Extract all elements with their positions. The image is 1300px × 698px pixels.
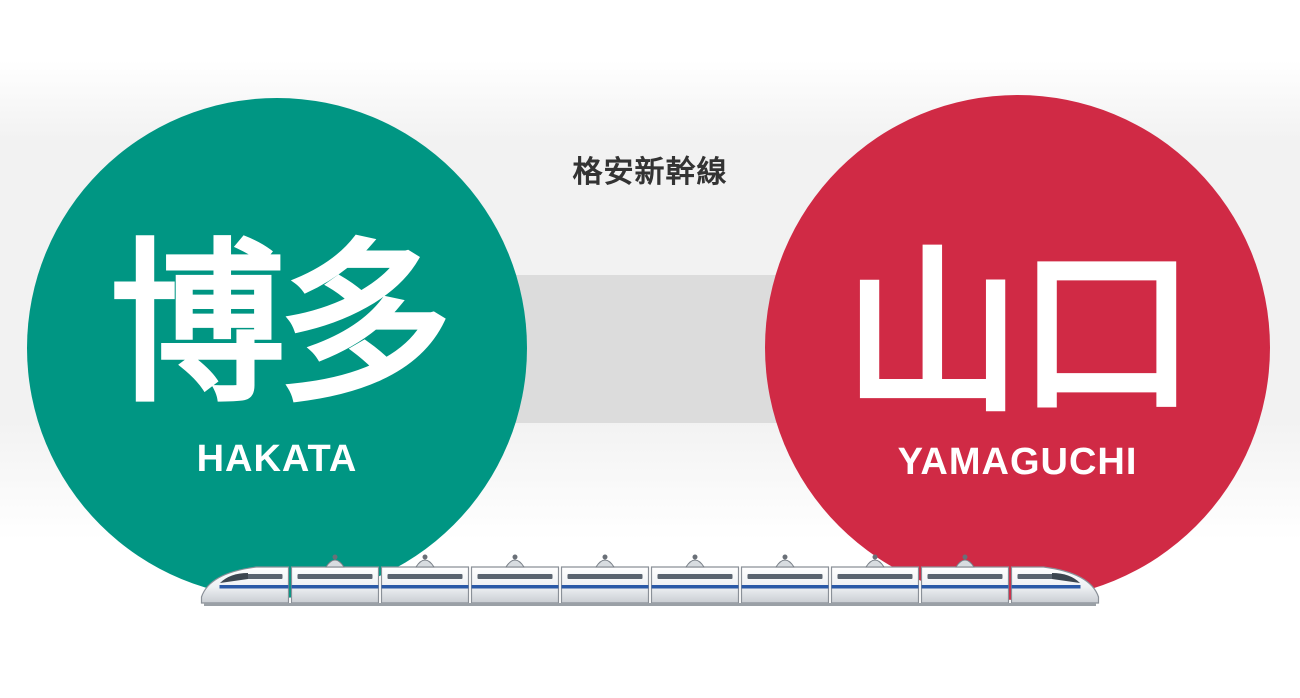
train-car-windows xyxy=(657,574,733,579)
train-pantograph xyxy=(782,554,788,560)
train-car-stripe xyxy=(471,585,559,589)
train-car-windows xyxy=(837,574,913,579)
train-car-stripe xyxy=(561,585,649,589)
train-car-stripe xyxy=(381,585,469,589)
destination-station-romaji: YAMAGUCHI xyxy=(897,441,1138,483)
origin-station-romaji: HAKATA xyxy=(196,438,358,480)
train-rear-cab-window xyxy=(1052,573,1080,583)
train-roof-cover xyxy=(415,559,435,568)
train-roof-cover xyxy=(775,559,795,568)
train-pantograph xyxy=(692,554,698,560)
train-car-stripe xyxy=(219,585,289,589)
train-car-windows xyxy=(567,574,643,579)
train-roof-cover xyxy=(505,559,525,568)
train-pantograph xyxy=(872,554,878,560)
train-car-stripe xyxy=(741,585,829,589)
train-roof-cover xyxy=(325,559,345,568)
train-car-windows xyxy=(297,574,373,579)
train-underbody xyxy=(204,603,1096,606)
shinkansen-train-illustration xyxy=(200,554,1100,606)
train-pantograph xyxy=(332,554,338,560)
train-car-windows xyxy=(477,574,553,579)
train-car-windows xyxy=(747,574,823,579)
train-pantograph xyxy=(602,554,608,560)
train-pantograph xyxy=(962,554,968,560)
train-car-windows xyxy=(246,574,283,579)
train-car-stripe xyxy=(651,585,739,589)
train-front-cab-window xyxy=(220,573,248,583)
train-car-windows xyxy=(927,574,1003,579)
train-roof-cover xyxy=(685,559,705,568)
train-roof-cover xyxy=(865,559,885,568)
train-pantograph xyxy=(512,554,518,560)
train-roof-cover xyxy=(955,559,975,568)
train-car-stripe xyxy=(921,585,1009,589)
origin-station-kanji: 博多 xyxy=(110,224,452,427)
train-car-stripe xyxy=(1011,585,1081,589)
destination-station-badge: 山口 YAMAGUCHI xyxy=(765,95,1270,600)
train-car-windows xyxy=(1017,574,1054,579)
train-car-stripe xyxy=(291,585,379,589)
route-connector xyxy=(500,275,800,423)
train-roof-cover xyxy=(595,559,615,568)
train-pantograph xyxy=(422,554,428,560)
train-car-windows xyxy=(387,574,463,579)
destination-station-kanji: 山口 xyxy=(843,230,1196,437)
service-label: 格安新幹線 xyxy=(572,155,728,190)
train-car-stripe xyxy=(831,585,919,589)
origin-station-badge: 博多 HAKATA xyxy=(27,98,527,598)
